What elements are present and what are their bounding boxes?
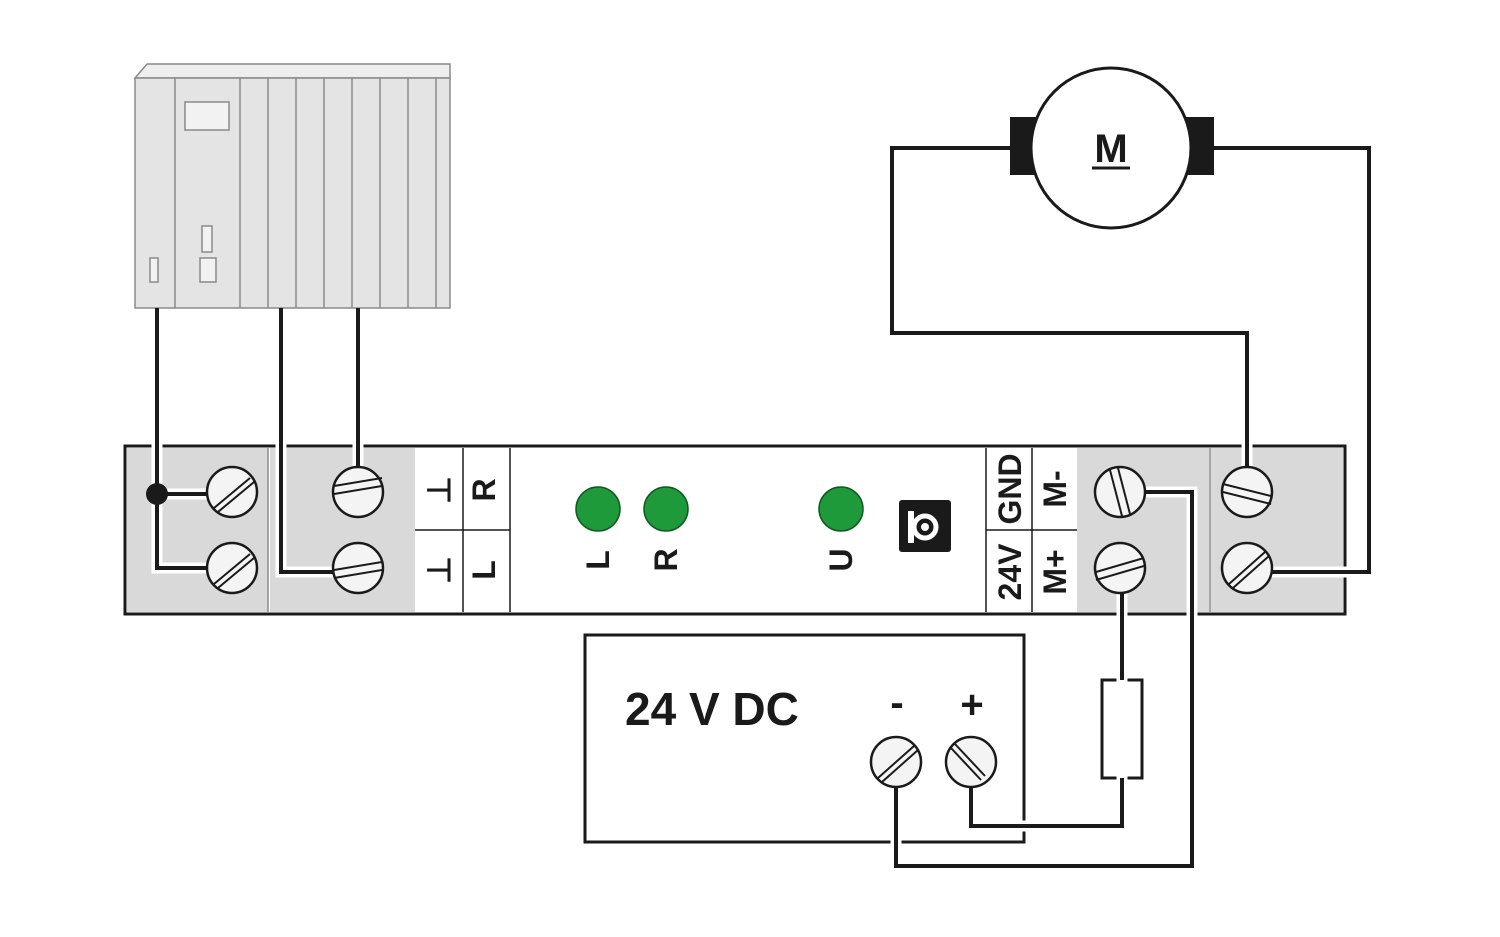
power-supply-label: 24 V DC xyxy=(625,683,799,735)
screw-terminal xyxy=(1093,541,1147,595)
power-supply-plus-label: + xyxy=(960,683,983,727)
wiring xyxy=(146,146,1375,872)
terminal-label-24v: 24V xyxy=(992,543,1028,601)
screw-terminal xyxy=(944,735,998,789)
terminal-label-ground-top: ⊥ xyxy=(421,476,457,504)
terminal-label-gnd: GND xyxy=(992,453,1028,524)
junction-dot xyxy=(146,483,168,505)
motor-controller-module: ⊥ R ⊥ L L R U GND 24V M- M+ xyxy=(123,444,1347,616)
terminal-label-ground-bottom: ⊥ xyxy=(421,556,457,584)
power-supply-minus-label: - xyxy=(890,681,903,725)
screw-terminal xyxy=(205,465,259,519)
screw-terminals xyxy=(205,465,1274,789)
brand-logo-icon xyxy=(899,500,951,552)
led-l xyxy=(575,486,621,532)
screw-terminal xyxy=(1220,541,1274,595)
plc-controller xyxy=(133,63,451,309)
led-r xyxy=(643,486,689,532)
led-label-r: R xyxy=(648,548,684,571)
terminal-label-m-plus: M+ xyxy=(1037,549,1073,594)
terminal-label-l: L xyxy=(466,560,502,580)
screw-terminal xyxy=(1093,465,1147,519)
led-label-u: U xyxy=(823,548,859,571)
power-supply-24v-dc: 24 V DC - + xyxy=(583,633,1026,844)
led-label-l: L xyxy=(580,550,616,570)
terminal-label-m-minus: M- xyxy=(1037,470,1073,507)
screw-terminal xyxy=(331,541,385,595)
terminal-label-r: R xyxy=(466,478,502,501)
motor-label: M xyxy=(1094,127,1127,171)
motor: M xyxy=(1010,66,1214,230)
led-u xyxy=(818,486,864,532)
screw-terminal xyxy=(869,735,923,789)
screw-terminal xyxy=(205,541,259,595)
screw-terminal xyxy=(331,465,385,519)
screw-terminal xyxy=(1220,465,1274,519)
